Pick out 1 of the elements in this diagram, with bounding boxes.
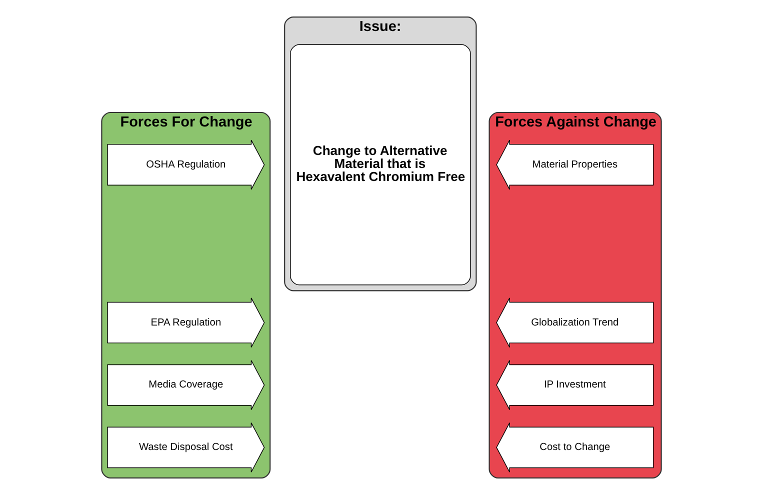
node-box: Change to Alternative Material that is Hexavalent Chromium Free [290, 44, 470, 286]
